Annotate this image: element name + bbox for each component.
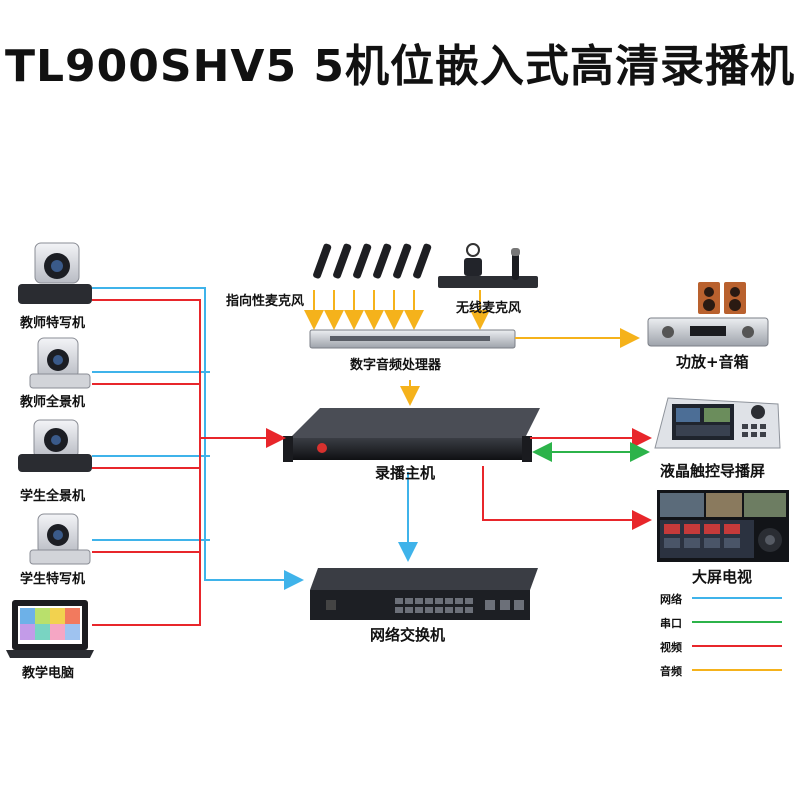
label-big-screen-tv: 大屏电视 <box>692 568 753 586</box>
recorder-host-icon <box>283 408 540 462</box>
label-teacher-closeup: 教师特写机 <box>20 316 86 331</box>
network-switch-icon <box>310 568 538 620</box>
audio-wires <box>304 290 640 406</box>
label-teaching-pc: 教学电脑 <box>22 666 75 681</box>
label-wireless-mic: 无线麦克风 <box>456 301 522 316</box>
legend-video: 视频 <box>660 641 682 654</box>
network-wires <box>92 287 418 590</box>
laptop-icon <box>6 600 94 658</box>
amplifier-speakers-icon <box>647 282 769 347</box>
camera-student-closeup-icon <box>29 513 91 565</box>
label-student-closeup: 学生特写机 <box>20 572 86 587</box>
wireless-mic-icon <box>438 243 538 288</box>
label-recorder-host: 录播主机 <box>375 464 436 482</box>
big-screen-tv-icon <box>657 490 789 562</box>
legend-audio: 音频 <box>660 665 682 678</box>
camera-teacher-wide-icon <box>29 337 91 389</box>
legend-network: 网络 <box>660 593 682 606</box>
touch-director-screen-icon <box>654 397 781 449</box>
label-touch-director-screen: 液晶触控导播屏 <box>660 462 766 480</box>
directional-mic-icon <box>313 243 432 279</box>
label-amplifier-speakers: 功放+音箱 <box>676 353 749 371</box>
page-title: TL900SHV5 5机位嵌入式高清录播机 <box>4 41 795 92</box>
video-wires <box>92 299 652 626</box>
label-network-switch: 网络交换机 <box>370 626 446 644</box>
label-student-wide: 学生全景机 <box>20 489 86 504</box>
label-directional-mic: 指向性麦克风 <box>226 294 305 309</box>
label-teacher-wide: 教师全景机 <box>20 395 86 410</box>
label-audio-processor: 数字音频处理器 <box>350 358 442 373</box>
legend-lines <box>692 597 782 671</box>
legend-serial: 串口 <box>660 617 682 630</box>
camera-student-wide-icon <box>18 419 92 472</box>
audio-processor-icon <box>309 329 516 349</box>
camera-teacher-closeup-icon <box>18 242 92 304</box>
